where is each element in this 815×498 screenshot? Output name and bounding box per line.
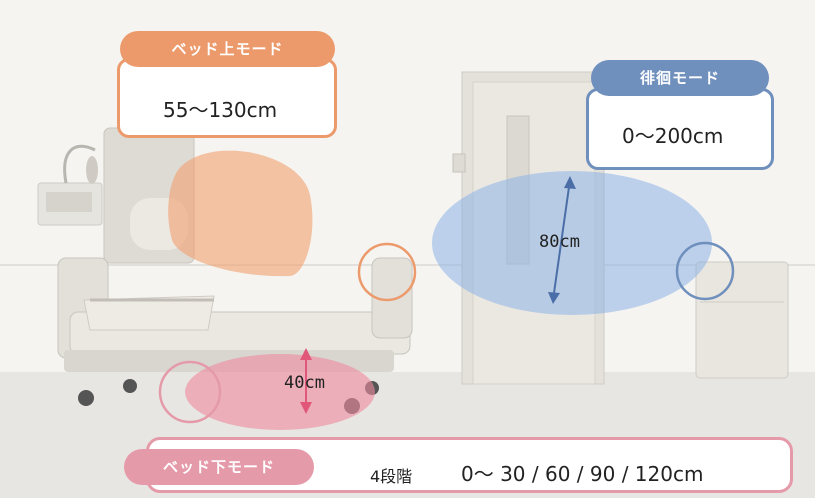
under-bed-mode-steps: 4段階 — [370, 467, 413, 486]
bed-top-mode-range: 55～130cm — [163, 98, 278, 122]
wandering-mode-title: 徘徊モード — [591, 60, 769, 96]
bed-top-mode-title: ベッド上モード — [120, 31, 335, 67]
under-height-label: 40cm — [284, 373, 325, 393]
under-bed-mode-title: ベッド下モード — [124, 449, 314, 485]
wander-width-label: 80cm — [539, 232, 580, 252]
wandering-mode-range: 0～200cm — [622, 124, 724, 148]
under-bed-mode-range: 0～ 30 / 60 / 90 / 120cm — [461, 462, 704, 486]
